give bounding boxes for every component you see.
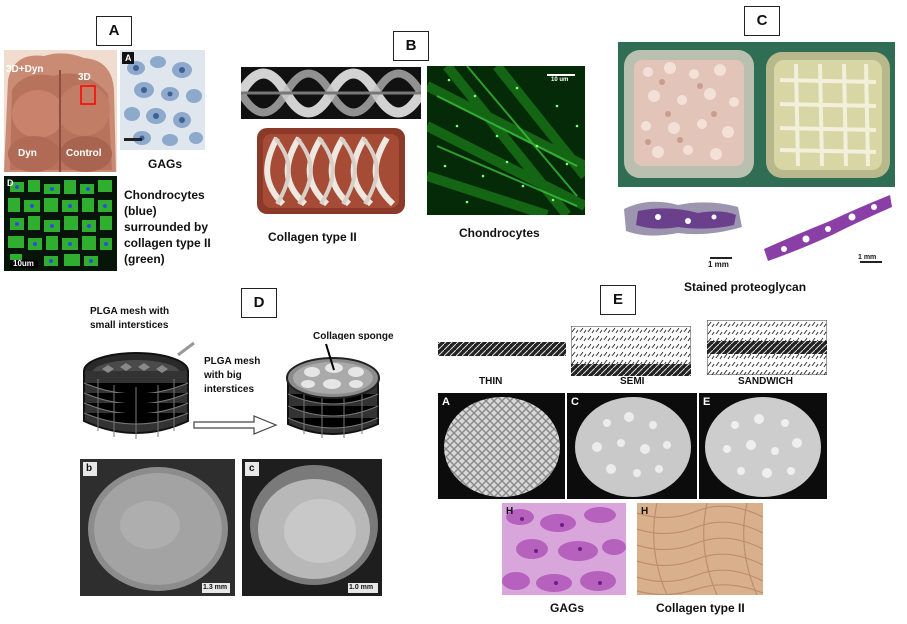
semi-schematic xyxy=(571,326,691,376)
scaffold-photo-left xyxy=(618,42,760,187)
disc-photo-a: A xyxy=(438,393,565,499)
sem-image-c: c 1.0 mm xyxy=(242,459,382,596)
panel-a-label: A xyxy=(96,16,132,46)
panel-e-label: E xyxy=(600,285,636,315)
panel-e-gags-caption: GAGs xyxy=(550,601,585,615)
section-right-scale: 1 mm xyxy=(858,254,877,261)
sem-c-scale: 1.0 mm xyxy=(349,584,374,591)
panel-c-label: C xyxy=(744,6,780,36)
panel-b-collagen-caption: Collagen type II xyxy=(268,230,357,244)
process-arrow xyxy=(192,414,278,436)
chondrocytes-scale: 10 um xyxy=(551,77,569,83)
sandwich-schematic xyxy=(707,320,827,375)
collagen-h-sub: H xyxy=(641,506,649,517)
collagen-sponge-label: Collagen sponge xyxy=(313,331,394,342)
stained-section-left: 1 mm xyxy=(618,187,760,272)
d-scale-label: 10um xyxy=(13,259,34,268)
cartilage-photo: 3D+Dyn 3D Dyn Control xyxy=(4,50,117,172)
disc-a-sub: A xyxy=(442,396,450,408)
mesh-cylinder-schematic xyxy=(78,335,198,445)
mesh-big-line-2: with big xyxy=(204,370,242,381)
panel-e-collagen-caption: Collagen type II xyxy=(656,601,745,615)
helical-fiber-image xyxy=(241,67,421,119)
gag-micrograph: A xyxy=(120,50,205,150)
panel-c-caption: Stained proteoglycan xyxy=(684,280,807,294)
gag-sub-label: A xyxy=(125,53,132,63)
desc-line-1: Chondrocytes xyxy=(124,188,205,202)
disc-photo-e: E xyxy=(699,393,827,499)
sem-b-scale: 1.3 mm xyxy=(203,584,228,591)
label-3d: 3D xyxy=(78,72,91,83)
stained-section-right: 1 mm xyxy=(760,187,895,272)
sem-b-sub: b xyxy=(86,463,93,474)
mesh-small-line-2: small interstices xyxy=(90,320,169,331)
thin-schematic xyxy=(438,338,566,360)
label-3d-dyn: 3D+Dyn xyxy=(6,64,44,75)
desc-line-4: collagen type II xyxy=(124,236,211,250)
scaffold-photo-right xyxy=(760,42,895,187)
gags-histology: H xyxy=(502,503,626,595)
panel-a-gags-caption: GAGs xyxy=(148,157,183,171)
disc-e-sub: E xyxy=(703,396,711,408)
disc-c-sub: C xyxy=(571,396,579,408)
mesh-big-line-1: PLGA mesh xyxy=(204,356,261,367)
collagen-histology: H xyxy=(637,503,763,595)
desc-line-5: (green) xyxy=(124,252,165,266)
mesh-small-line-1: PLGA mesh with xyxy=(90,306,170,317)
thin-label: THIN xyxy=(479,376,503,387)
panel-b-label: B xyxy=(393,31,429,61)
desc-line-2: (blue) xyxy=(124,204,157,218)
section-left-scale: 1 mm xyxy=(708,260,729,269)
chondrocytes-fluorescence: 10 um xyxy=(427,66,585,215)
semi-label: SEMI xyxy=(620,376,645,387)
panel-d-label: D xyxy=(241,288,277,318)
label-dyn: Dyn xyxy=(18,148,37,159)
sandwich-label: SANDWICH xyxy=(738,376,793,387)
sponge-cylinder-schematic xyxy=(282,340,384,445)
mesh-big-line-3: interstices xyxy=(204,384,255,395)
woven-scaffold-image xyxy=(253,124,409,218)
sem-image-b: b 1.3 mm xyxy=(80,459,235,596)
gags-h-sub: H xyxy=(506,506,514,517)
disc-photo-c: C xyxy=(567,393,697,499)
desc-line-3: surrounded by xyxy=(124,220,209,234)
label-control: Control xyxy=(66,148,102,159)
d-sub-label: D xyxy=(7,178,14,188)
fluorescence-micrograph: D 10um xyxy=(4,176,117,271)
panel-b-chondrocytes-caption: Chondrocytes xyxy=(459,226,540,240)
sem-c-sub: c xyxy=(249,463,255,474)
